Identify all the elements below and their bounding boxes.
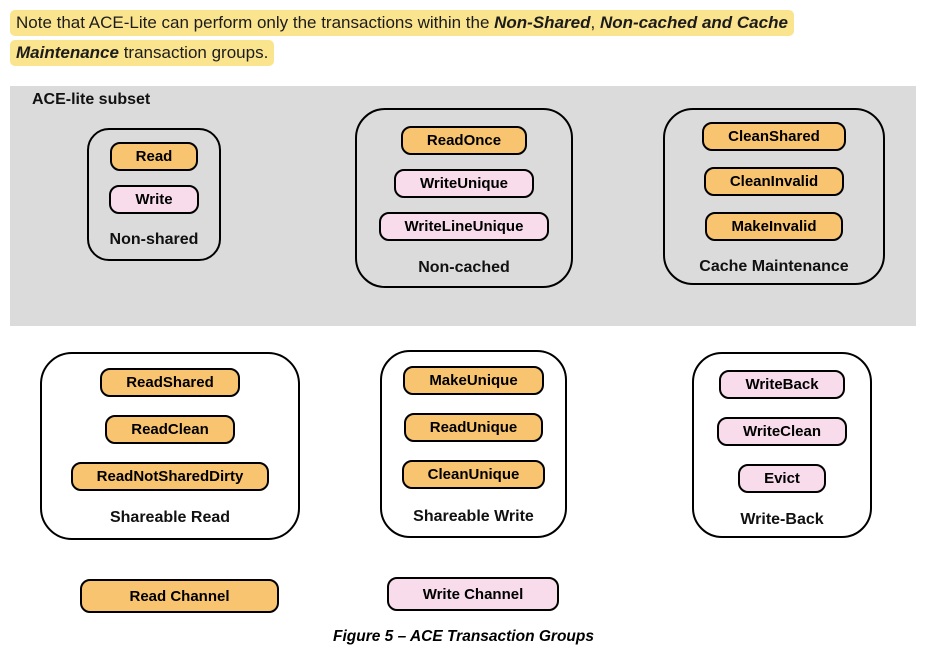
transaction-box-makeunique: MakeUnique xyxy=(403,366,544,395)
transaction-box-readonce: ReadOnce xyxy=(400,126,528,155)
group-shareable-read: ReadShared ReadClean ReadNotSharedDirty … xyxy=(40,352,300,540)
transaction-box-read: Read xyxy=(109,142,199,171)
note-text-3: transaction groups. xyxy=(118,43,269,62)
note-emph-non-cached-cache: Non-cached and Cache xyxy=(599,13,788,32)
transaction-box-write: Write xyxy=(109,185,199,214)
group-label-shareable-write: Shareable Write xyxy=(413,508,534,525)
note-emph-maintenance: Maintenance xyxy=(16,43,119,62)
transaction-box-writeunique: WriteUnique xyxy=(393,169,535,198)
group-write-back: WriteBack WriteClean Evict Write-Back xyxy=(692,352,872,538)
note-paragraph: Note that ACE-Lite can perform only the … xyxy=(10,8,916,68)
transaction-box-writeback: WriteBack xyxy=(719,370,845,399)
legend-write-channel: Write Channel xyxy=(387,577,559,611)
group-non-shared: Read Write Non-shared xyxy=(87,128,221,261)
panel-title: ACE-lite subset xyxy=(32,91,151,108)
group-cache-maintenance: CleanShared CleanInvalid MakeInvalid Cac… xyxy=(663,108,885,285)
note-emph-non-shared: Non-Shared xyxy=(494,13,591,32)
group-label-shareable-read: Shareable Read xyxy=(109,509,231,526)
note-text-2: , xyxy=(590,13,600,32)
group-label-write-back: Write-Back xyxy=(740,511,824,528)
legend-read-channel: Read Channel xyxy=(80,579,279,613)
transaction-box-cleanshared: CleanShared xyxy=(702,122,846,151)
group-label-non-cached: Non-cached xyxy=(418,259,510,276)
transaction-box-cleanunique: CleanUnique xyxy=(401,460,546,489)
transaction-box-evict: Evict xyxy=(738,464,826,493)
group-shareable-write: MakeUnique ReadUnique CleanUnique Sharea… xyxy=(380,350,567,538)
transaction-box-readclean: ReadClean xyxy=(105,415,235,444)
group-non-cached: ReadOnce WriteUnique WriteLineUnique Non… xyxy=(355,108,573,288)
transaction-box-cleaninvalid: CleanInvalid xyxy=(703,167,845,196)
ace-lite-subset-panel: ACE-lite subset Read Write Non-shared Re… xyxy=(10,86,916,326)
transaction-box-writelineunique: WriteLineUnique xyxy=(378,212,550,241)
transaction-box-readnotshareddirty: ReadNotSharedDirty xyxy=(70,462,270,491)
group-label-non-shared: Non-shared xyxy=(109,231,199,248)
transaction-box-makeinvalid: MakeInvalid xyxy=(705,212,843,241)
transaction-box-readshared: ReadShared xyxy=(100,368,240,397)
figure-caption: Figure 5 – ACE Transaction Groups xyxy=(333,628,594,645)
highlight-span: Note that ACE-Lite can perform only the … xyxy=(10,10,794,66)
note-text-1: Note that ACE-Lite can perform only the … xyxy=(16,13,495,32)
transaction-box-readunique: ReadUnique xyxy=(403,413,544,442)
transaction-box-writeclean: WriteClean xyxy=(716,417,848,446)
group-label-cache-maintenance: Cache Maintenance xyxy=(699,258,849,275)
